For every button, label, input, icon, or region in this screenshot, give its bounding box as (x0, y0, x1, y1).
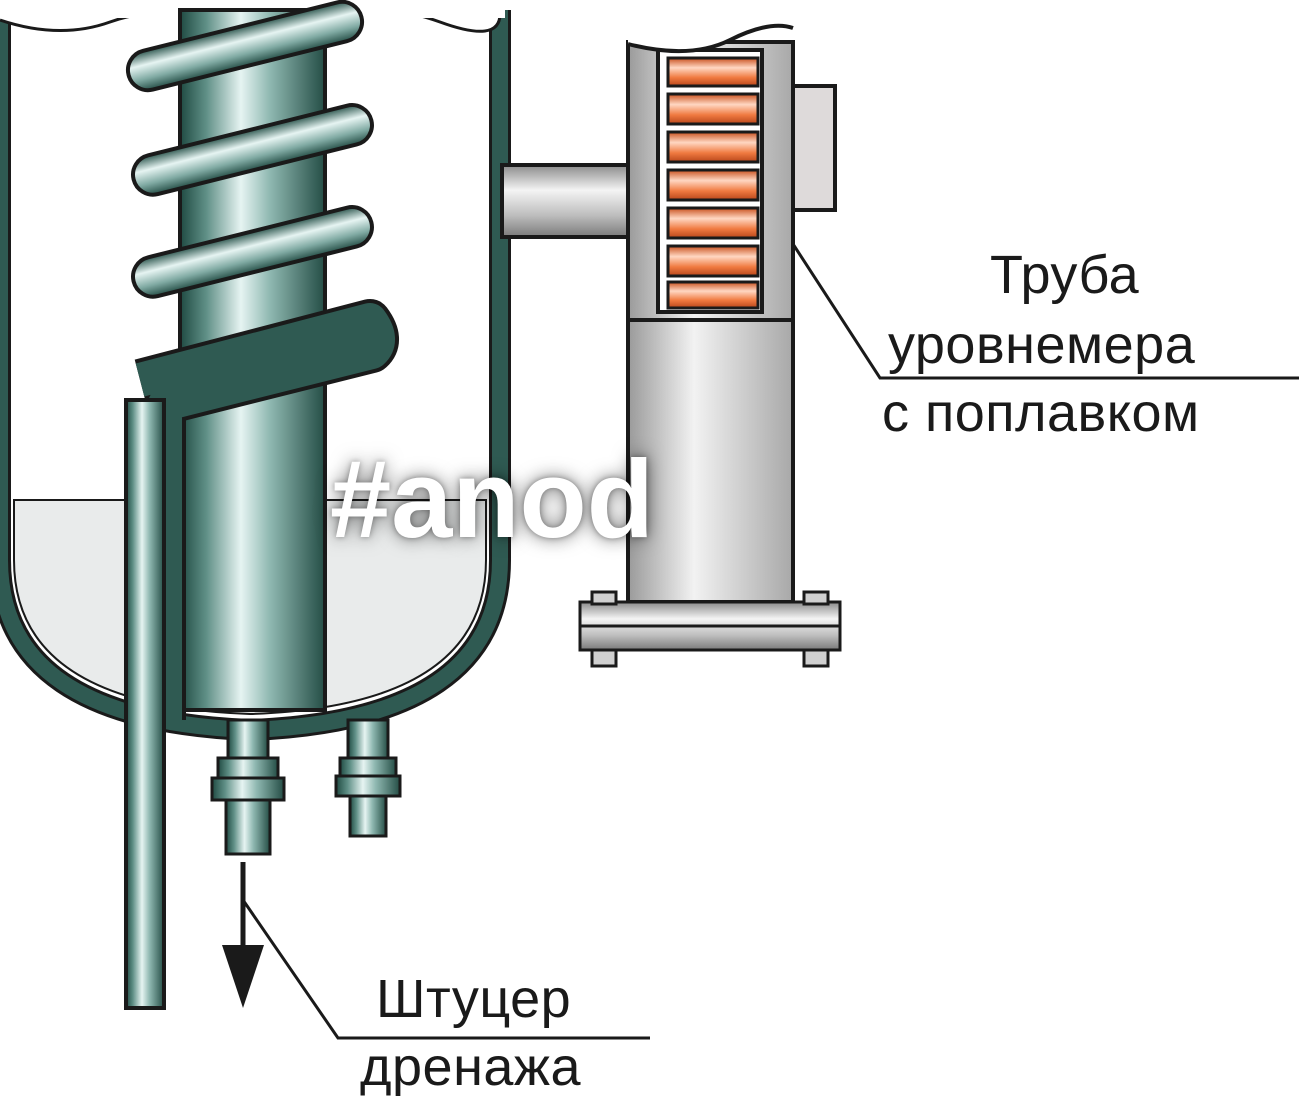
watermark: #anod (330, 438, 654, 561)
label-drain-line2: дренажа (360, 1037, 582, 1097)
connection-pipe (500, 163, 632, 239)
heating-coil (124, 0, 399, 1010)
gauge-flange (578, 590, 842, 668)
bottom-fittings (210, 718, 402, 856)
leader-lines (241, 243, 1299, 1040)
label-drain-line1: Штуцер (376, 969, 572, 1029)
drain-arrow (222, 862, 264, 1008)
label-level-pipe-line1: Труба (990, 245, 1140, 305)
label-level-pipe-line3: с поплавком (882, 383, 1200, 443)
label-level-pipe-line2: уровнемера (888, 315, 1196, 375)
float-elements (666, 56, 760, 310)
